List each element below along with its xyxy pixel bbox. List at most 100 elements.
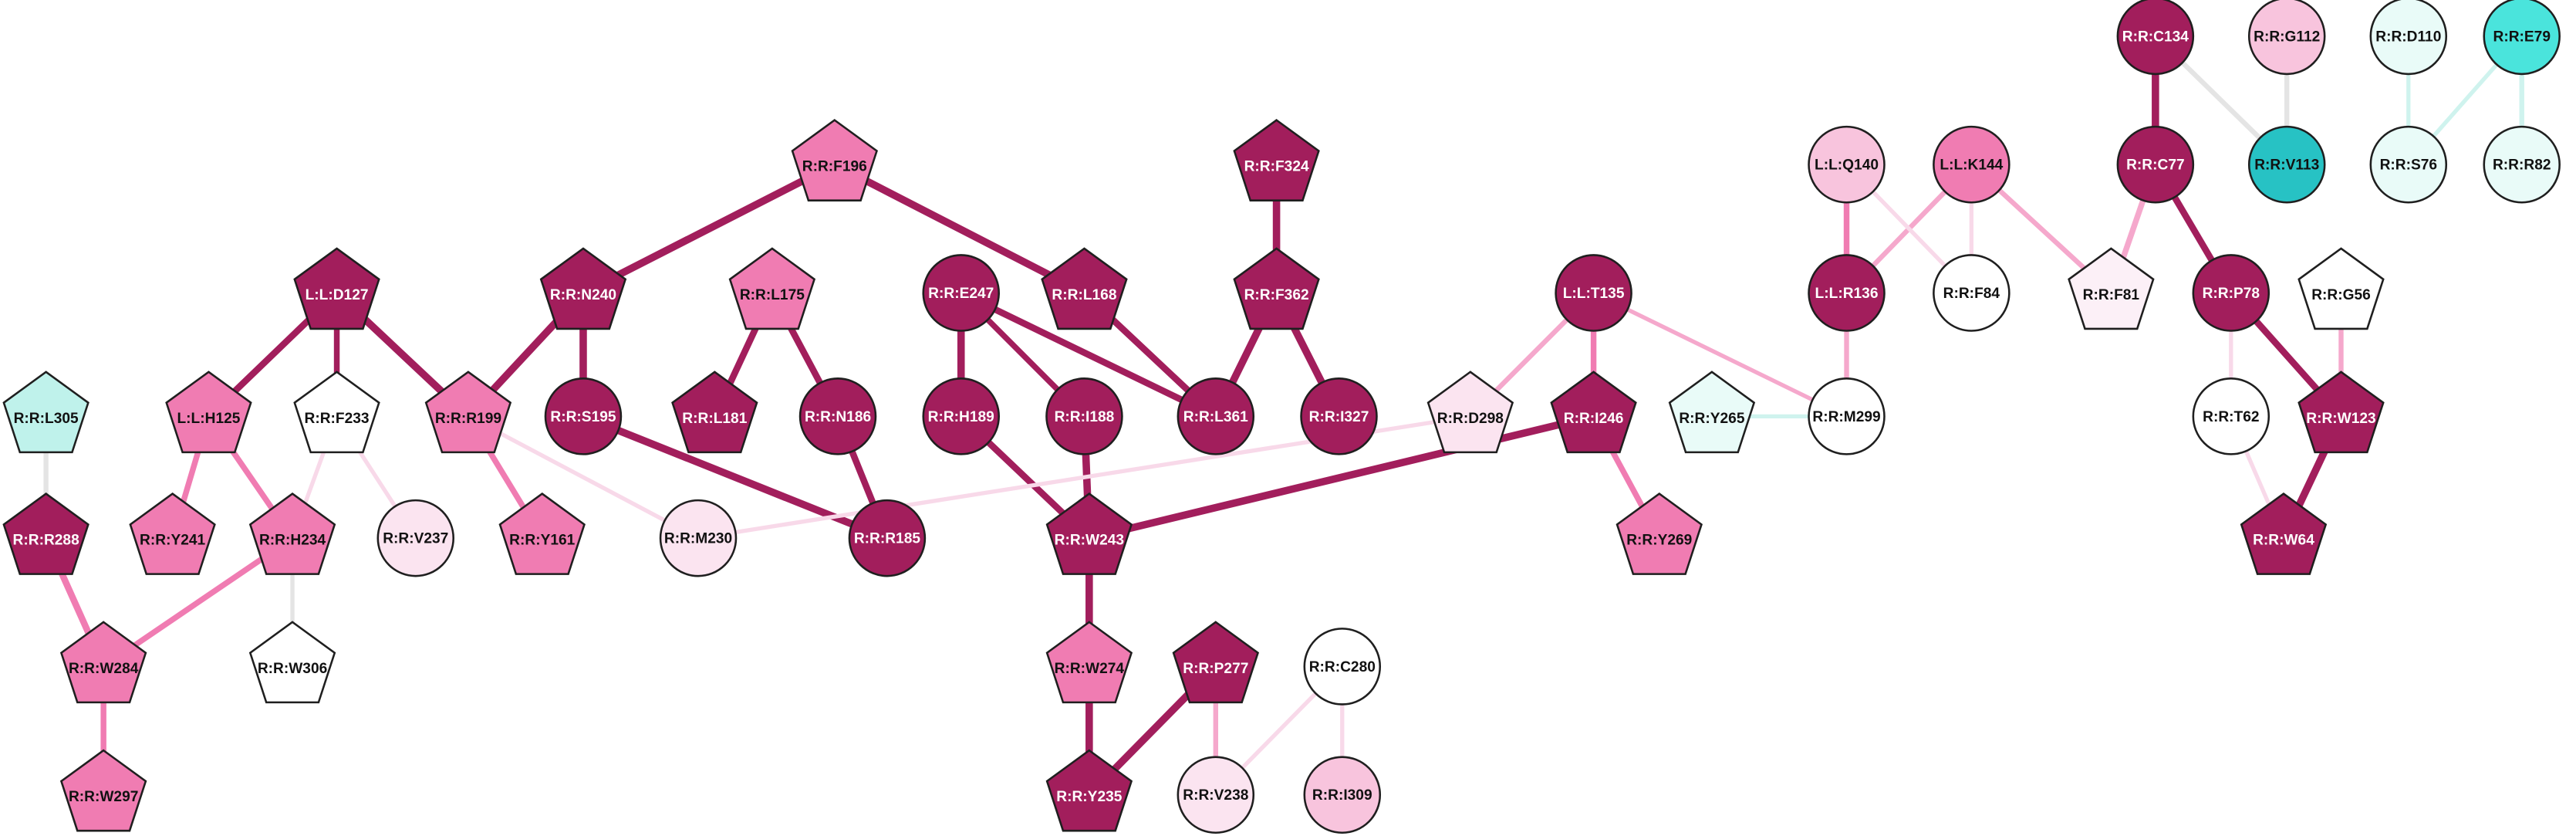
circle-shape: [1808, 377, 1886, 455]
node-r-r-f81[interactable]: R:R:F81: [2068, 247, 2155, 330]
pentagon-shape: [2068, 247, 2155, 330]
node-r-r-v238[interactable]: R:R:V238: [1177, 756, 1255, 834]
node-r-r-w306[interactable]: R:R:W306: [248, 621, 336, 704]
node-l-l-r136[interactable]: L:L:R136: [1808, 254, 1886, 332]
node-l-l-k144[interactable]: L:L:K144: [1933, 125, 2010, 204]
node-r-r-d110[interactable]: R:R:D110: [2369, 0, 2448, 76]
node-r-r-i327[interactable]: R:R:I327: [1300, 377, 1378, 455]
node-r-r-g56[interactable]: R:R:G56: [2297, 247, 2385, 330]
pentagon-shape: [1233, 119, 1320, 201]
circle-shape: [1808, 125, 1886, 204]
pentagon-shape: [2, 492, 89, 575]
node-r-r-y161[interactable]: R:R:Y161: [498, 492, 586, 575]
node-r-r-v113[interactable]: R:R:V113: [2247, 125, 2326, 204]
node-r-r-f196[interactable]: R:R:F196: [791, 119, 878, 201]
node-r-r-s76[interactable]: R:R:S76: [2369, 125, 2448, 204]
pentagon-shape: [248, 621, 336, 704]
circle-shape: [1555, 254, 1632, 332]
pentagon-shape: [1045, 749, 1133, 832]
node-r-r-i188[interactable]: R:R:I188: [1045, 377, 1123, 455]
edge-r-r-e247-r-r-l361: [957, 289, 1220, 420]
node-r-r-i309[interactable]: R:R:I309: [1303, 756, 1382, 834]
circle-shape: [2192, 377, 2270, 455]
circle-shape: [922, 254, 1000, 332]
node-r-r-p277[interactable]: R:R:P277: [1172, 621, 1260, 704]
circle-shape: [1303, 628, 1382, 706]
edge-r-r-f196-r-r-n240: [579, 161, 839, 297]
circle-shape: [1045, 377, 1123, 455]
node-r-r-l175[interactable]: R:R:L175: [728, 247, 816, 330]
node-r-r-e79[interactable]: R:R:E79: [2483, 0, 2561, 76]
pentagon-shape: [1668, 371, 1756, 454]
circle-shape: [922, 377, 1000, 455]
node-r-r-f324[interactable]: R:R:F324: [1233, 119, 1320, 201]
circle-shape: [376, 499, 455, 577]
pentagon-shape: [1045, 621, 1133, 704]
pentagon-shape: [671, 371, 758, 454]
node-r-r-l181[interactable]: R:R:L181: [671, 371, 758, 454]
node-r-r-l361[interactable]: R:R:L361: [1177, 377, 1255, 455]
pentagon-shape: [791, 119, 878, 201]
circle-shape: [1808, 254, 1886, 332]
node-r-r-h189[interactable]: R:R:H189: [922, 377, 1000, 455]
node-r-r-w274[interactable]: R:R:W274: [1045, 621, 1133, 704]
pentagon-shape: [59, 749, 147, 832]
node-r-r-e247[interactable]: R:R:E247: [922, 254, 1000, 332]
node-r-r-f233[interactable]: R:R:F233: [293, 371, 380, 454]
pentagon-shape: [1426, 371, 1514, 454]
circle-shape: [1177, 756, 1255, 834]
pentagon-shape: [248, 492, 336, 575]
node-r-r-g112[interactable]: R:R:G112: [2247, 0, 2326, 76]
circle-shape: [798, 377, 877, 455]
node-r-r-p78[interactable]: R:R:P78: [2192, 254, 2270, 332]
node-r-r-r82[interactable]: R:R:R82: [2483, 125, 2561, 204]
node-r-r-y269[interactable]: R:R:Y269: [1615, 492, 1703, 575]
node-r-r-f362[interactable]: R:R:F362: [1233, 247, 1320, 330]
node-r-r-y265[interactable]: R:R:Y265: [1668, 371, 1756, 454]
node-r-r-c77[interactable]: R:R:C77: [2116, 125, 2195, 204]
pentagon-shape: [498, 492, 586, 575]
node-r-r-r288[interactable]: R:R:R288: [2, 492, 89, 575]
node-l-l-t135[interactable]: L:L:T135: [1555, 254, 1632, 332]
pentagon-shape: [1172, 621, 1260, 704]
node-r-r-w64[interactable]: R:R:W64: [2240, 492, 2328, 575]
node-r-r-l305[interactable]: R:R:L305: [2, 371, 89, 454]
node-r-r-i246[interactable]: R:R:I246: [1550, 371, 1637, 454]
circle-shape: [1933, 254, 2010, 332]
node-r-r-f84[interactable]: R:R:F84: [1933, 254, 2010, 332]
node-l-l-q140[interactable]: L:L:Q140: [1808, 125, 1886, 204]
circle-shape: [1300, 377, 1378, 455]
circle-shape: [2192, 254, 2270, 332]
circle-shape: [1177, 377, 1255, 455]
edge-r-r-r199-r-r-m230: [466, 414, 701, 540]
node-r-r-m230[interactable]: R:R:M230: [659, 499, 738, 577]
node-r-r-n240[interactable]: R:R:N240: [539, 247, 627, 330]
circle-shape: [2369, 0, 2448, 76]
circle-shape: [2483, 125, 2561, 204]
pentagon-shape: [728, 247, 816, 330]
node-r-r-m299[interactable]: R:R:M299: [1808, 377, 1886, 455]
node-r-r-l168[interactable]: R:R:L168: [1041, 247, 1128, 330]
pentagon-shape: [2297, 247, 2385, 330]
node-r-r-s195[interactable]: R:R:S195: [544, 377, 623, 455]
pentagon-shape: [165, 371, 252, 454]
circle-shape: [544, 377, 623, 455]
edge-r-r-f196-r-r-l168: [830, 161, 1089, 297]
pentagon-shape: [1041, 247, 1128, 330]
circle-shape: [2247, 125, 2326, 204]
pentagon-shape: [1550, 371, 1637, 454]
node-r-r-t62[interactable]: R:R:T62: [2192, 377, 2270, 455]
node-r-r-c134[interactable]: R:R:C134: [2116, 0, 2195, 76]
node-r-r-h234[interactable]: R:R:H234: [248, 492, 336, 575]
pentagon-shape: [424, 371, 512, 454]
node-r-r-c280[interactable]: R:R:C280: [1303, 628, 1382, 706]
node-r-r-r185[interactable]: R:R:R185: [848, 499, 927, 577]
node-r-r-w284[interactable]: R:R:W284: [59, 621, 147, 704]
node-r-r-v237[interactable]: R:R:V237: [376, 499, 455, 577]
node-l-l-d127[interactable]: L:L:D127: [293, 247, 380, 330]
node-r-r-y241[interactable]: R:R:Y241: [129, 492, 216, 575]
node-r-r-w297[interactable]: R:R:W297: [59, 749, 147, 832]
node-r-r-n186[interactable]: R:R:N186: [798, 377, 877, 455]
